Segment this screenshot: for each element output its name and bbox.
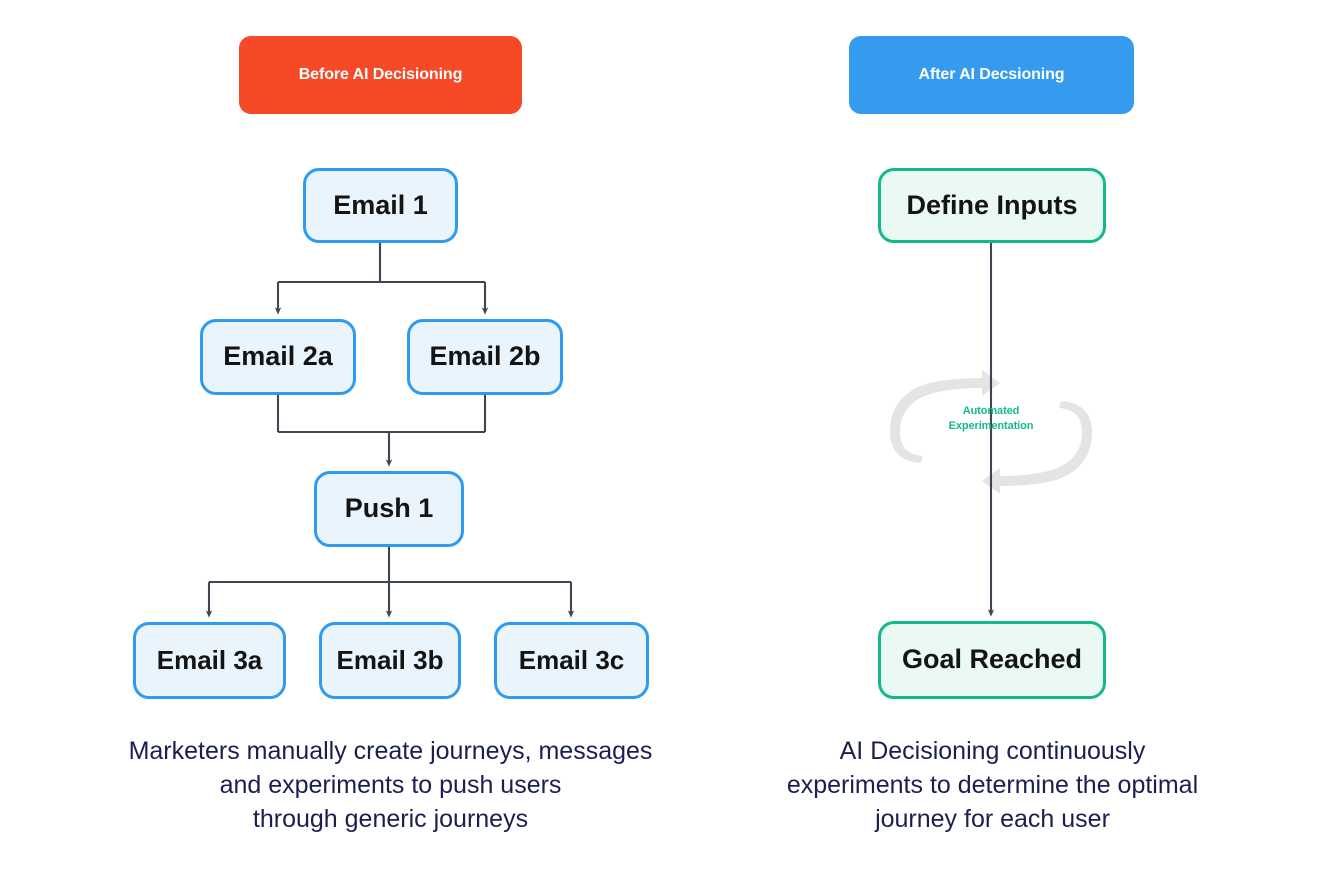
left-panel-caption: Marketers manually create journeys, mess… bbox=[83, 735, 698, 836]
node-push-1[interactable]: Push 1 bbox=[314, 471, 464, 547]
node-email-1[interactable]: Email 1 bbox=[303, 168, 458, 243]
node-email-3b-label: Email 3b bbox=[336, 645, 444, 676]
node-email-2b[interactable]: Email 2b bbox=[407, 319, 563, 395]
node-push-1-label: Push 1 bbox=[344, 493, 434, 524]
node-define-inputs-label: Define Inputs bbox=[906, 189, 1078, 220]
node-email-3b[interactable]: Email 3b bbox=[319, 622, 461, 699]
right-panel-caption: AI Decisioning continuously experiments … bbox=[735, 735, 1250, 836]
right-caption-line-3: journey for each user bbox=[875, 804, 1110, 833]
after-pill-label: After AI Decsioning bbox=[918, 66, 1065, 83]
node-email-1-label: Email 1 bbox=[333, 189, 428, 220]
automated-experimentation-label: Automated Experimentation bbox=[921, 404, 1061, 434]
node-email-3c-label: Email 3c bbox=[518, 645, 625, 676]
node-email-3a[interactable]: Email 3a bbox=[133, 622, 286, 699]
left-caption-line-2: and experiments to push users bbox=[219, 770, 562, 799]
loop-label-line-2: Experimentation bbox=[948, 419, 1034, 432]
before-pill-label: Before AI Decisioning bbox=[298, 66, 463, 83]
node-email-2a-label: Email 2a bbox=[223, 341, 333, 372]
left-caption-line-1: Marketers manually create journeys, mess… bbox=[128, 737, 653, 765]
before-ai-decisioning-header-pill: Before AI Decisioning bbox=[239, 36, 522, 114]
loop-label-line-1: Automated bbox=[962, 405, 1020, 417]
node-email-2a[interactable]: Email 2a bbox=[200, 319, 356, 395]
node-email-3c[interactable]: Email 3c bbox=[494, 622, 649, 699]
node-email-2b-label: Email 2b bbox=[429, 341, 541, 372]
right-caption-line-1: AI Decisioning continuously bbox=[839, 737, 1146, 765]
node-goal-reached-label: Goal Reached bbox=[901, 644, 1083, 675]
node-email-3a-label: Email 3a bbox=[156, 645, 263, 676]
after-ai-decisioning-header-pill: After AI Decsioning bbox=[849, 36, 1134, 114]
node-goal-reached[interactable]: Goal Reached bbox=[878, 621, 1106, 699]
node-define-inputs[interactable]: Define Inputs bbox=[878, 168, 1106, 243]
right-caption-line-2: experiments to determine the optimal bbox=[786, 770, 1199, 799]
left-caption-line-3: through generic journeys bbox=[252, 804, 529, 833]
